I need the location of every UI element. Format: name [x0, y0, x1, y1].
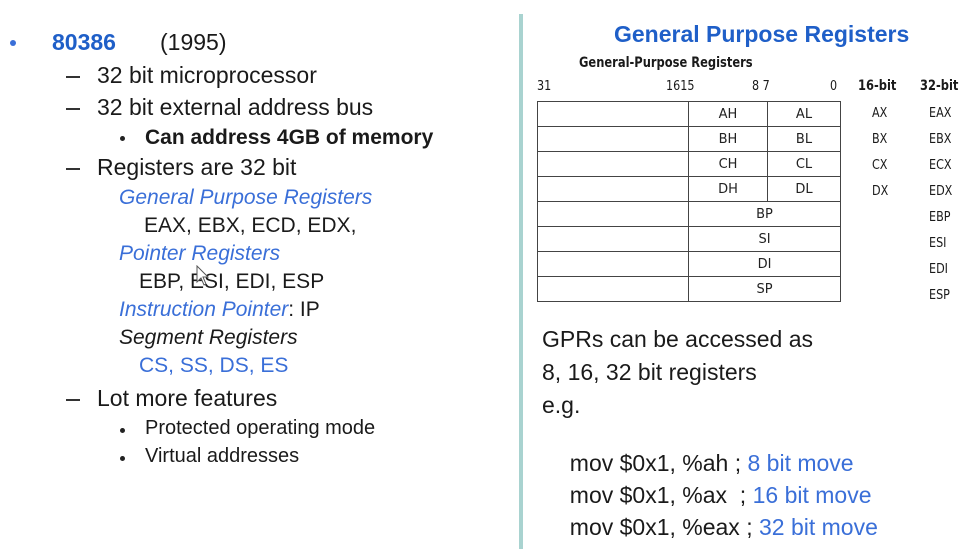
bit-label-1615: 1615 [666, 79, 695, 94]
example-sep-2: ; [727, 482, 753, 508]
item-more-features: Lot more features [97, 385, 278, 411]
example-code-2: mov $0x1, %ax [569, 482, 728, 508]
reg-cell-sp: SP [688, 276, 841, 302]
r32-eax: EAX [929, 106, 952, 121]
dash-4 [66, 399, 80, 401]
gpr-note-line2: 8, 16, 32 bit registers [542, 359, 757, 385]
ip-line: Instruction Pointer: IP [119, 298, 320, 322]
reg-cell-bp: BP [688, 201, 841, 227]
reg-cell-ch: CH [688, 151, 768, 177]
reg-cell-empty [537, 226, 689, 252]
reg-cell-al: AL [767, 101, 841, 127]
r16-cx: CX [872, 158, 888, 173]
r32-edx: EDX [929, 184, 953, 199]
r32-edi: EDI [929, 262, 948, 277]
segment-list: CS, SS, DS, ES [139, 354, 289, 377]
r32-esi: ESI [929, 236, 947, 251]
r32-ecx: ECX [929, 158, 952, 173]
example-code-3: mov $0x1, %eax [569, 514, 740, 540]
item-registers-32bit: Registers are 32 bit [97, 154, 297, 180]
eg-label: e.g. [542, 392, 581, 418]
memory-note: Can address 4GB of memory [145, 126, 434, 149]
reg-cell-empty [537, 276, 689, 302]
bit-label-87: 8 7 [752, 79, 770, 94]
register-row-b: BH BL [537, 126, 841, 152]
register-row-d: DH DL [537, 176, 841, 202]
example-line-1: mov $0x1, %ah ; 8 bit move [557, 423, 854, 477]
feature-virtual-addresses: Virtual addresses [145, 445, 300, 467]
register-row-a: AH AL [537, 101, 841, 127]
r32-ebp: EBP [929, 210, 951, 225]
example-comment-1: 8 bit move [747, 450, 854, 476]
example-comment-3: 32 bit move [758, 514, 878, 540]
feature-dot-2 [120, 456, 125, 461]
sub-bullet-dot [120, 136, 125, 141]
processor-year: (1995) [160, 29, 227, 55]
reg-cell-ah: AH [688, 101, 768, 127]
example-code-1: mov $0x1, %ah [569, 450, 729, 476]
col-header-16bit: 16-bit [858, 78, 897, 94]
r16-ax: AX [872, 106, 888, 121]
dash-1 [66, 76, 80, 78]
r32-ebx: EBX [929, 132, 952, 147]
example-line-2: mov $0x1, %ax ; 16 bit move [557, 455, 872, 509]
pointer-list: EBP, ESI, EDI, ESP [139, 270, 325, 293]
gpr-note-line1: GPRs can be accessed as [542, 326, 814, 352]
reg-cell-di: DI [688, 251, 841, 277]
register-table: AH AL BH BL CH CL DH DL BP SI DI SP [537, 101, 841, 302]
r32-esp: ESP [929, 288, 950, 303]
dash-3 [66, 168, 80, 170]
col-header-32bit: 32-bit [920, 78, 959, 94]
example-line-3: mov $0x1, %eax ; 32 bit move [557, 487, 878, 541]
processor-title: 80386 [52, 29, 116, 55]
reg-cell-cl: CL [767, 151, 841, 177]
dash-2 [66, 108, 80, 110]
example-sep-3: ; [739, 514, 759, 540]
example-comment-2: 16 bit move [752, 482, 872, 508]
gpr-heading: General Purpose Registers [119, 186, 373, 209]
reg-cell-dh: DH [688, 176, 768, 202]
reg-cell-bh: BH [688, 126, 768, 152]
pointer-heading: Pointer Registers [119, 242, 281, 265]
r16-dx: DX [872, 184, 889, 199]
gpr-list: EAX, EBX, ECD, EDX, [144, 214, 357, 237]
diagram-caption: General-Purpose Registers [579, 55, 753, 71]
reg-cell-empty [537, 251, 689, 277]
r16-bx: BX [872, 132, 888, 147]
reg-cell-empty [537, 101, 689, 127]
segment-heading: Segment Registers [119, 326, 298, 349]
ip-value: : IP [288, 298, 320, 321]
feature-protected-mode: Protected operating mode [145, 417, 376, 439]
reg-cell-empty [537, 151, 689, 177]
example-sep-1: ; [728, 450, 748, 476]
column-divider [519, 14, 523, 549]
item-32bit-microprocessor: 32 bit microprocessor [97, 62, 317, 88]
feature-dot-1 [120, 428, 125, 433]
reg-cell-empty [537, 201, 689, 227]
main-bullet-dot [10, 40, 16, 46]
bit-label-31: 31 [537, 79, 552, 94]
register-row-si: SI [537, 226, 841, 252]
register-row-bp: BP [537, 201, 841, 227]
reg-cell-bl: BL [767, 126, 841, 152]
reg-cell-empty [537, 176, 689, 202]
ip-heading: Instruction Pointer [119, 298, 289, 321]
reg-cell-si: SI [688, 226, 841, 252]
register-row-sp: SP [537, 276, 841, 302]
right-title: General Purpose Registers [614, 21, 910, 47]
bit-label-0: 0 [830, 79, 838, 94]
reg-cell-empty [537, 126, 689, 152]
register-row-c: CH CL [537, 151, 841, 177]
reg-cell-dl: DL [767, 176, 841, 202]
register-row-di: DI [537, 251, 841, 277]
item-address-bus: 32 bit external address bus [97, 94, 374, 120]
mouse-cursor-icon [196, 265, 210, 286]
